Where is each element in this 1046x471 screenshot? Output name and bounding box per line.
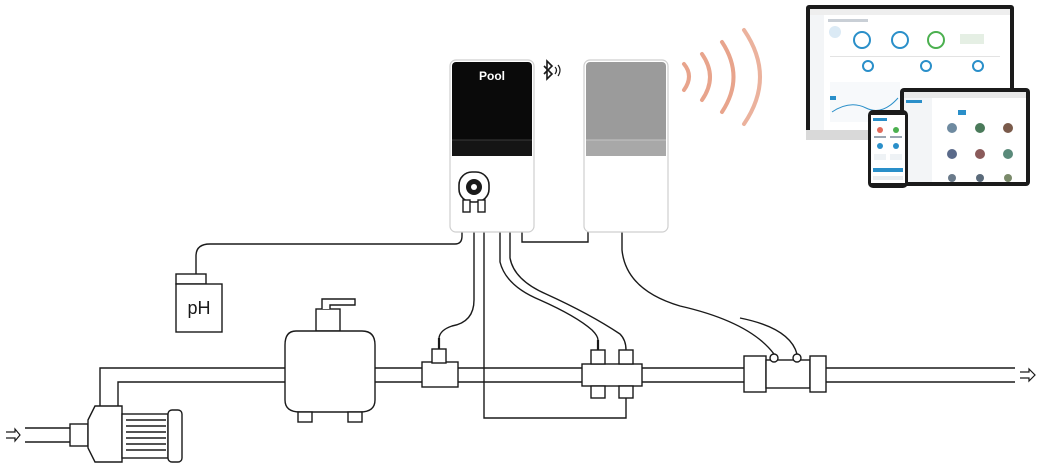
ph-label: pH (187, 298, 210, 318)
ph-sensor: pH (175, 273, 223, 333)
pool-controller: Pool (449, 59, 535, 233)
inlet-arrow-icon (6, 427, 21, 443)
peristaltic-pump-head (458, 171, 490, 213)
wireless-gateway (583, 59, 669, 233)
ph-probe-tee (421, 338, 459, 388)
wifi-waves-icon (682, 28, 762, 126)
main-pipe (99, 367, 1015, 408)
electrolysis-cell (743, 353, 827, 393)
cables (195, 232, 798, 419)
pump (69, 405, 183, 463)
phone-device (868, 110, 908, 188)
inlet-pipe (25, 427, 72, 443)
bluetooth-icon (543, 59, 561, 81)
outlet-arrow-icon (1020, 367, 1036, 383)
injection-manifold (581, 340, 643, 399)
sand-filter (284, 298, 376, 423)
controller-brand-label: Pool (479, 69, 505, 83)
tablet-device (900, 88, 1030, 186)
